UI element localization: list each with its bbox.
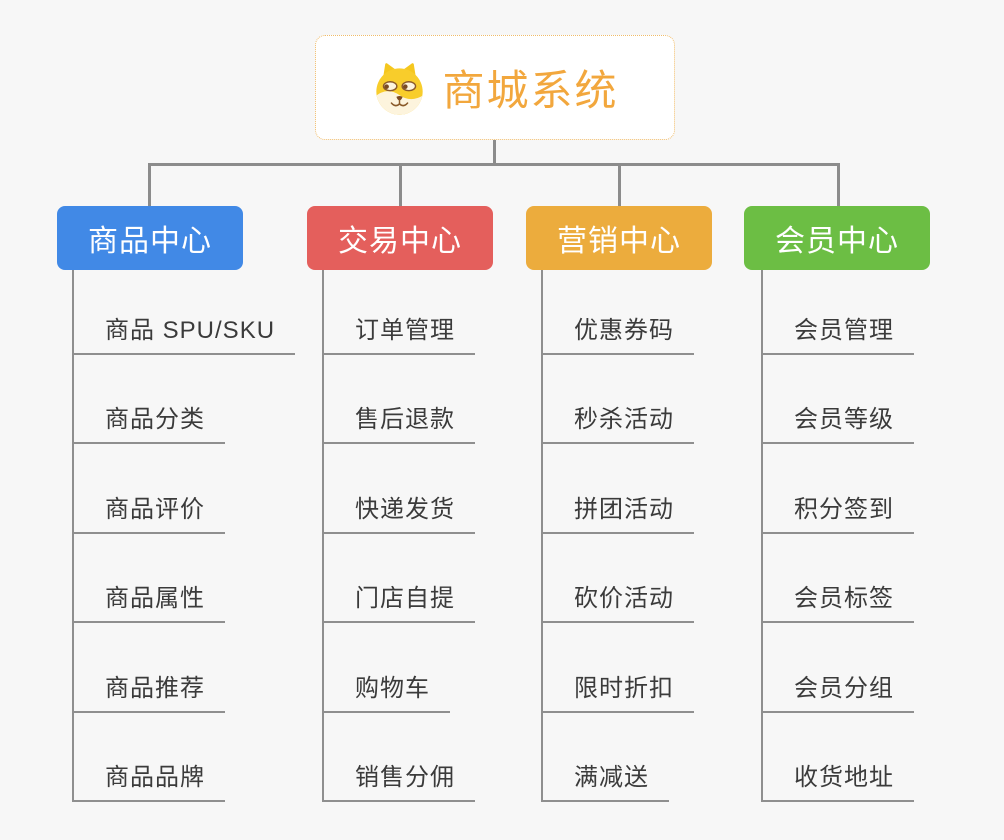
leaf-node[interactable]: 快递发货 — [322, 496, 475, 534]
drop-line-2 — [399, 163, 402, 206]
leaf-node[interactable]: 拼团活动 — [541, 496, 694, 534]
leaf-node[interactable]: 商品品牌 — [72, 764, 225, 802]
root-title: 商城系统 — [442, 67, 619, 114]
drop-line-4 — [837, 163, 840, 206]
branch-node-marketing-center[interactable]: 营销中心 — [526, 206, 712, 270]
branch-node-member-center[interactable]: 会员中心 — [744, 206, 930, 270]
leaf-node[interactable]: 商品推荐 — [72, 675, 225, 713]
leaf-node[interactable]: 商品评价 — [72, 496, 225, 534]
leaf-node[interactable]: 会员标签 — [761, 585, 914, 623]
root-stub-line — [493, 140, 496, 166]
branch-trunk-line — [72, 270, 74, 801]
branch-trunk-line — [322, 270, 324, 801]
leaf-node[interactable]: 满减送 — [541, 764, 669, 802]
drop-line-1 — [148, 163, 151, 206]
leaf-node[interactable]: 售后退款 — [322, 406, 475, 444]
leaf-node[interactable]: 购物车 — [322, 675, 450, 713]
drop-line-3 — [618, 163, 621, 206]
leaf-node[interactable]: 销售分佣 — [322, 764, 475, 802]
branch-node-product-center[interactable]: 商品中心 — [57, 206, 243, 270]
branch-node-trade-center[interactable]: 交易中心 — [307, 206, 493, 270]
branch-rail-line — [148, 163, 840, 166]
leaf-node[interactable]: 商品分类 — [72, 406, 225, 444]
leaf-node[interactable]: 会员分组 — [761, 675, 914, 713]
leaf-node[interactable]: 限时折扣 — [541, 675, 694, 713]
leaf-node[interactable]: 收货地址 — [761, 764, 914, 802]
leaf-node[interactable]: 订单管理 — [322, 317, 475, 355]
leaf-node[interactable]: 优惠券码 — [541, 317, 694, 355]
branch-trunk-line — [541, 270, 543, 801]
leaf-node[interactable]: 秒杀活动 — [541, 406, 694, 444]
leaf-node[interactable]: 商品 SPU/SKU — [72, 317, 296, 355]
leaf-node[interactable]: 会员等级 — [761, 406, 914, 444]
leaf-node[interactable]: 砍价活动 — [541, 585, 694, 623]
dog-face-icon — [376, 62, 424, 115]
leaf-node[interactable]: 门店自提 — [322, 585, 475, 623]
leaf-node[interactable]: 积分签到 — [761, 496, 914, 534]
branch-trunk-line — [761, 270, 763, 801]
root-node[interactable]: 商城系统 — [315, 35, 675, 140]
leaf-node[interactable]: 会员管理 — [761, 317, 914, 355]
leaf-node[interactable]: 商品属性 — [72, 585, 225, 623]
